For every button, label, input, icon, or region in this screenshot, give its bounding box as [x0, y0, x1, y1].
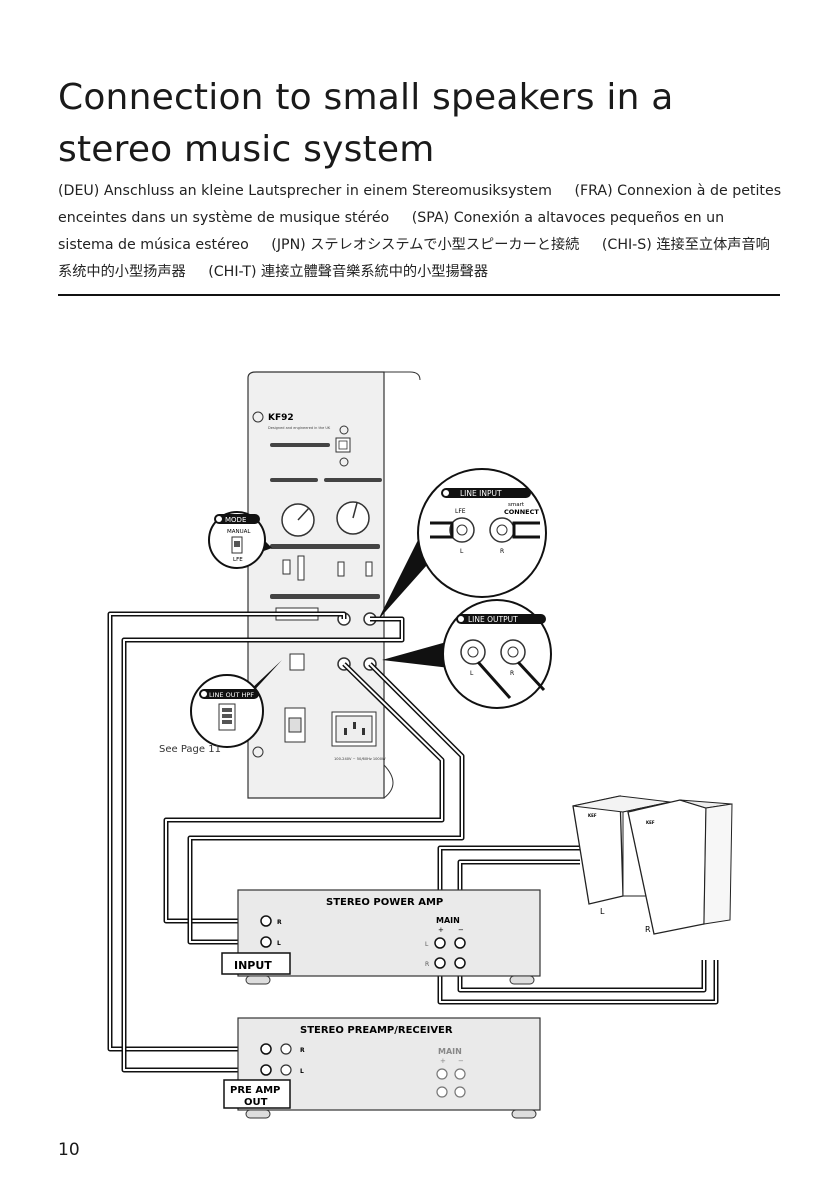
power-amp-main-label: MAIN: [436, 916, 460, 925]
line-out-hpf-zoom-callout: LINE OUT HPF See Page 11: [159, 674, 264, 755]
subtitle-chi-s: (CHI-S) 连接至立体声音响系统中的小型扬声器: [58, 237, 770, 280]
page-title: Connection to small speakers in a stereo…: [58, 77, 674, 170]
power-amp-minus: −: [458, 926, 464, 934]
subtitle-deu: (DEU) Anschluss an kleine Lautsprecher i…: [58, 183, 552, 199]
speaker-right-logo: KEF: [646, 820, 655, 825]
mode-lfe: LFE: [233, 557, 243, 563]
speaker-left-label: L: [600, 907, 605, 916]
speaker-left-logo: KEF: [588, 813, 597, 818]
line-output-r: R: [510, 670, 514, 677]
subtitle-spa: (SPA) Conexión a altavoces pequeños en u…: [58, 210, 725, 253]
power-amp-input-label: INPUT: [234, 959, 272, 972]
line-input-lfe: LFE: [455, 508, 466, 515]
power-amp-main-r: R: [425, 961, 429, 968]
stereo-power-amp: STEREO POWER AMP R L INPUT MAIN + − L R: [221, 889, 541, 985]
power-amp-title: STEREO POWER AMP: [326, 897, 443, 908]
smart-connect: CONNECT: [504, 508, 539, 516]
hpf-label: LINE OUT HPF: [209, 691, 254, 699]
preamp-minus: −: [458, 1057, 464, 1065]
stereo-speakers: KEF KEF L R: [572, 795, 733, 935]
smart-connect-top: smart: [508, 502, 525, 508]
subtitle-jpn: (JPN) ステレオシステムで小型スピーカーと接続: [271, 237, 580, 253]
header-divider: [58, 294, 780, 296]
power-amp-input-l: L: [277, 940, 281, 947]
power-rating: 100-240V ~ 50/60Hz 1000W: [334, 757, 386, 761]
power-amp-main-l: L: [425, 941, 429, 948]
line-input-r: R: [500, 548, 504, 555]
mode-manual: MANUAL: [227, 529, 251, 535]
line-output-label: LINE OUTPUT: [468, 615, 518, 624]
line-output-l: L: [470, 670, 474, 677]
preamp-out-r: R: [300, 1047, 305, 1054]
connection-diagram: KF92 Designed and engineered in the UK: [107, 371, 733, 1119]
line-input-label: LINE INPUT: [460, 489, 502, 498]
mode-label: MODE: [225, 516, 246, 524]
power-amp-plus: +: [438, 926, 444, 934]
page-number: 10: [58, 1140, 80, 1160]
multilingual-subtitle: (DEU) Anschluss an kleine Lautsprecher i…: [58, 178, 784, 286]
line-output-zoom-callout: LINE OUTPUT L R: [442, 599, 552, 709]
model-label: KF92: [268, 413, 294, 423]
line-input-zoom-callout: LINE INPUT LFE smart CONNECT L R: [417, 468, 547, 598]
subwoofer-rear-panel: KF92 Designed and engineered in the UK: [247, 371, 421, 799]
preamp-main-label: MAIN: [438, 1047, 462, 1056]
pre-amp-out-line2: OUT: [244, 1097, 268, 1108]
pre-amp-out-line1: PRE AMP: [230, 1085, 280, 1096]
line-input-l: L: [460, 548, 464, 555]
interconnect-cables: [107, 611, 719, 1073]
preamp-title: STEREO PREAMP/RECEIVER: [300, 1025, 453, 1036]
preamp-plus: +: [440, 1057, 446, 1065]
mode-zoom-callout: MODE MANUAL LFE: [208, 511, 266, 569]
stereo-preamp-receiver: STEREO PREAMP/RECEIVER R L PRE AMP OUT M…: [223, 1017, 541, 1119]
preamp-out-l: L: [300, 1068, 304, 1075]
power-amp-input-r: R: [277, 919, 282, 926]
subtitle-chi-t: (CHI-T) 連接立體聲音樂系統中的小型揚聲器: [208, 264, 489, 280]
model-tagline: Designed and engineered in the UK: [268, 426, 331, 430]
speaker-right-label: R: [645, 925, 651, 934]
subtitle-fra: (FRA) Connexion à de petites enceintes d…: [58, 183, 782, 226]
see-page-note: See Page 11: [159, 744, 221, 755]
